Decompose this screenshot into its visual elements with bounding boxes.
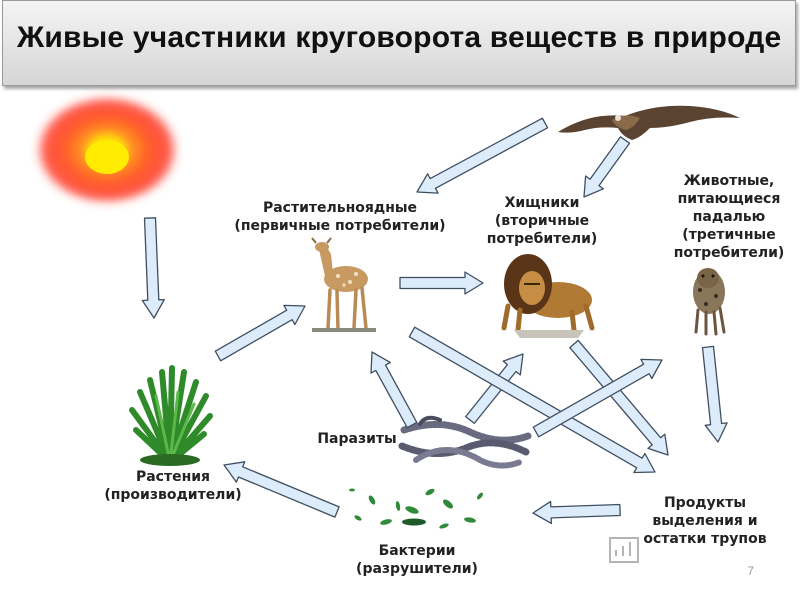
title-bar: Живые участники круговорота веществ в пр… xyxy=(2,0,796,86)
scavengers-label: Животные, питающиеся падалью (третичные … xyxy=(673,173,785,261)
arrow-eagle-to-predators xyxy=(583,136,631,198)
bacteria-label: Бактерии (разрушители) xyxy=(356,543,478,577)
arrow-bacteria-to-plants xyxy=(223,461,340,518)
arrow-herbivores-to-predators xyxy=(399,271,484,295)
parasites-label: Паразиты xyxy=(317,431,397,447)
deer-icon xyxy=(311,237,376,332)
arrow-products-to-bacteria xyxy=(532,500,621,525)
predators-label: Хищники (вторичные потребители) xyxy=(486,195,598,247)
plant-icon xyxy=(129,365,213,466)
parasite-worms-icon xyxy=(398,415,532,469)
chart-watermark-icon xyxy=(609,537,639,563)
arrow-plants-to-herbivores xyxy=(214,304,306,362)
arrow-herbivores-to-products xyxy=(408,326,656,474)
arrow-parasites-to-predators xyxy=(465,353,524,425)
page-number: 7 xyxy=(747,564,754,578)
bacteria-icon xyxy=(349,488,483,529)
herbivores-label: Растительноядные (первичные потребители) xyxy=(234,200,446,234)
arrow-sun-to-plants xyxy=(141,217,165,319)
plants-label: Растения (производители) xyxy=(104,469,242,503)
products-label: Продукты выделения и остатки трупов xyxy=(643,495,767,547)
arrow-scavengers-to-products xyxy=(701,345,728,443)
sun-icon xyxy=(35,95,179,205)
arrow-predators-to-products xyxy=(569,339,669,456)
arrow-parasites-to-scavengers xyxy=(532,358,663,438)
lion-icon xyxy=(501,254,595,338)
eagle-icon xyxy=(558,105,740,140)
arrow-eagle-to-herbivores xyxy=(416,117,549,194)
arrow-parasites-to-herbivores xyxy=(370,351,418,429)
hyena-icon xyxy=(693,268,726,336)
slide-title: Живые участники круговорота веществ в пр… xyxy=(17,21,782,54)
